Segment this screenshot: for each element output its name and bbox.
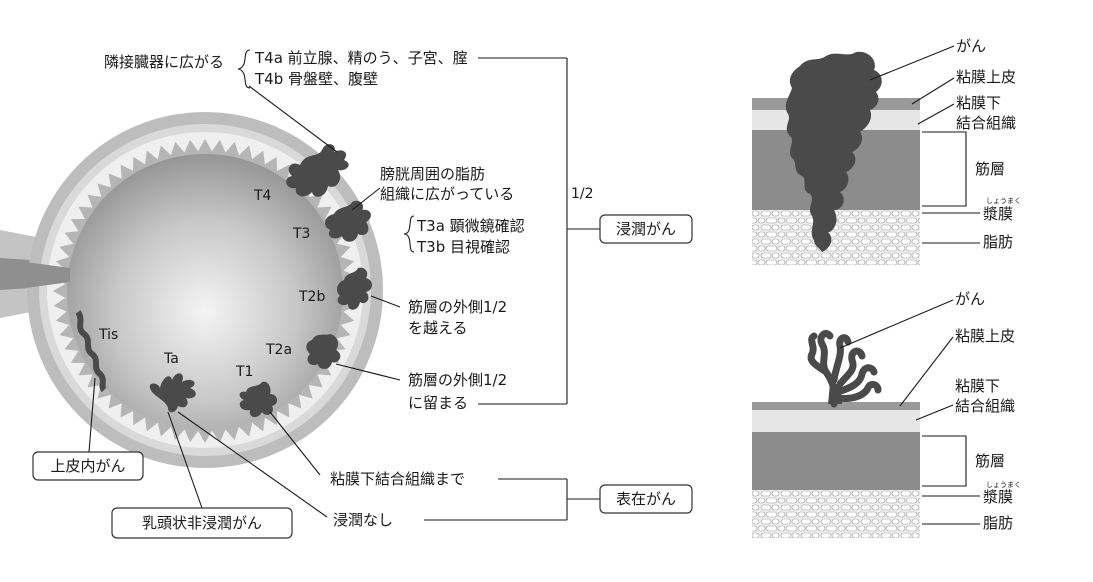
tumor-tis (75, 310, 107, 393)
l1-muscle-bracket (922, 131, 967, 207)
l2-serosa-ruby: しょうまく (986, 481, 1021, 489)
layer1-tumor (785, 51, 882, 252)
half-label: 1/2 (571, 186, 594, 202)
bladder-tumors (75, 144, 372, 418)
stage-t3: T3 (292, 226, 310, 242)
tis-box-label: 上皮内がん (50, 457, 125, 475)
t2a-desc-2: に留まる (408, 394, 468, 412)
layer2-tumor (807, 330, 882, 408)
l1-submucosa-2: 結合組織 (956, 114, 1016, 132)
t4b-text: T4b 骨盤壁、腹壁 (254, 70, 378, 88)
stage-ta: Ta (163, 351, 179, 367)
stage-t1: T1 (235, 364, 253, 380)
layer2-submucosa (752, 410, 920, 432)
stage-t2b: T2b (298, 289, 325, 305)
stage-labels: T4 T3 T2b T2a T1 Ta Tis (98, 188, 325, 380)
tis-leader (88, 377, 96, 453)
t2b-desc-1: 筋層の外側1/2 (408, 298, 507, 316)
tumor-t3 (325, 200, 371, 242)
t4a-text: T4a 前立腺、精のう、子宮、腟 (254, 49, 468, 67)
layer2-fat (752, 490, 920, 538)
tumor-t2b (337, 267, 372, 310)
l2-submucosa-2: 結合組織 (955, 397, 1015, 415)
t4-brace (237, 49, 251, 89)
papillary-box: 乳頭状非浸潤がん (111, 507, 293, 539)
ta-desc: 浸潤なし (333, 511, 393, 529)
t2a-desc-1: 筋層の外側1/2 (408, 371, 507, 389)
stage-t2a: T2a (265, 342, 292, 358)
t3-annotation: 膀胱周囲の脂肪 組織に広がっている 1/2 T3a 顕微鏡確認 T3b 目視確認 (380, 165, 594, 256)
l1-submucosa-1: 粘膜下 (956, 94, 1001, 112)
l2-muscle: 筋層 (975, 452, 1005, 470)
l1-muscle: 筋層 (975, 160, 1005, 178)
t1-desc: 粘膜下結合組織まで (330, 470, 465, 488)
superficial-box: 表在がん (599, 484, 693, 514)
superficial-box-frame (599, 484, 693, 514)
l1-fat: 脂肪 (983, 233, 1013, 251)
t3-desc-2: 組織に広がっている (380, 185, 514, 203)
l1-submucosa-line (917, 103, 955, 125)
bladder-cross-section (0, 112, 383, 468)
t3-brace (403, 215, 415, 253)
layer-labels-invasive: がん 粘膜上皮 粘膜下 結合組織 筋層 しょうまく 漿膜 脂肪 (869, 37, 1021, 251)
t2-annotation: 筋層の外側1/2 を越える 筋層の外側1/2 に留まる (408, 298, 507, 412)
l1-epithelium: 粘膜上皮 (956, 68, 1016, 86)
layer-diagram-superficial (752, 330, 920, 538)
urethra-opening (26, 262, 70, 288)
l2-serosa: 漿膜 (983, 488, 1013, 506)
t2a-leader (335, 363, 401, 381)
l2-epithelium: 粘膜上皮 (955, 327, 1015, 345)
tumor-ta (149, 373, 196, 413)
t2b-leader (370, 295, 401, 308)
t3-desc-1: 膀胱周囲の脂肪 (380, 165, 485, 183)
t4-prefix: 隣接臓器に広がる (104, 53, 224, 71)
l2-submucosa-line (915, 404, 954, 421)
t4-annotation: 隣接臓器に広がる T4a 前立腺、精のう、子宮、腟 T4b 骨盤壁、腹壁 (104, 49, 468, 89)
layer2-tumor-stalk (828, 384, 842, 404)
l1-epithelium-line (911, 77, 955, 105)
tis-box: 上皮内がん (32, 451, 144, 481)
invasive-box-label: 浸潤がん (616, 220, 676, 238)
l2-cancer: がん (955, 290, 985, 308)
l1-serosa: 漿膜 (983, 205, 1013, 223)
t3a-text: T3a 顕微鏡確認 (416, 217, 525, 235)
leader-lines (88, 57, 600, 521)
superficial-box-label: 表在がん (616, 490, 676, 508)
tumor-t1 (239, 381, 278, 418)
stage-t4: T4 (253, 188, 272, 204)
l1-cancer-line (869, 45, 955, 81)
t2b-desc-2: を越える (408, 319, 468, 337)
invasive-box: 浸潤がん (599, 214, 693, 244)
l2-submucosa-1: 粘膜下 (955, 377, 1000, 395)
l2-epithelium-line (899, 336, 954, 407)
layer2-muscle (752, 432, 920, 490)
papillary-box-label: 乳頭状非浸潤がん (142, 514, 262, 532)
t1-leader (269, 411, 321, 476)
l1-serosa-ruby: しょうまく (986, 197, 1021, 205)
l2-muscle-bracket (922, 435, 967, 487)
l2-cancer-line (839, 299, 954, 349)
t3-leader (351, 187, 381, 211)
papillary-leader (167, 411, 203, 509)
tis-box-frame (32, 451, 144, 481)
l2-fat: 脂肪 (983, 514, 1013, 532)
tumor-t4 (286, 144, 349, 197)
invasive-box-frame (599, 214, 693, 244)
stage-tis: Tis (98, 327, 118, 343)
layer-labels-superficial: がん 粘膜上皮 粘膜下 結合組織 筋層 しょうまく 漿膜 脂肪 (839, 290, 1021, 532)
papillary-box-frame (111, 507, 293, 539)
l1-cancer: がん (956, 37, 986, 55)
t3b-text: T3b 目視確認 (416, 238, 510, 256)
bladder-lumen (67, 154, 343, 430)
layer-diagram-invasive (752, 51, 920, 265)
ta-leader (177, 411, 328, 518)
t4-leader (248, 85, 338, 153)
tumor-t2a (306, 334, 341, 369)
